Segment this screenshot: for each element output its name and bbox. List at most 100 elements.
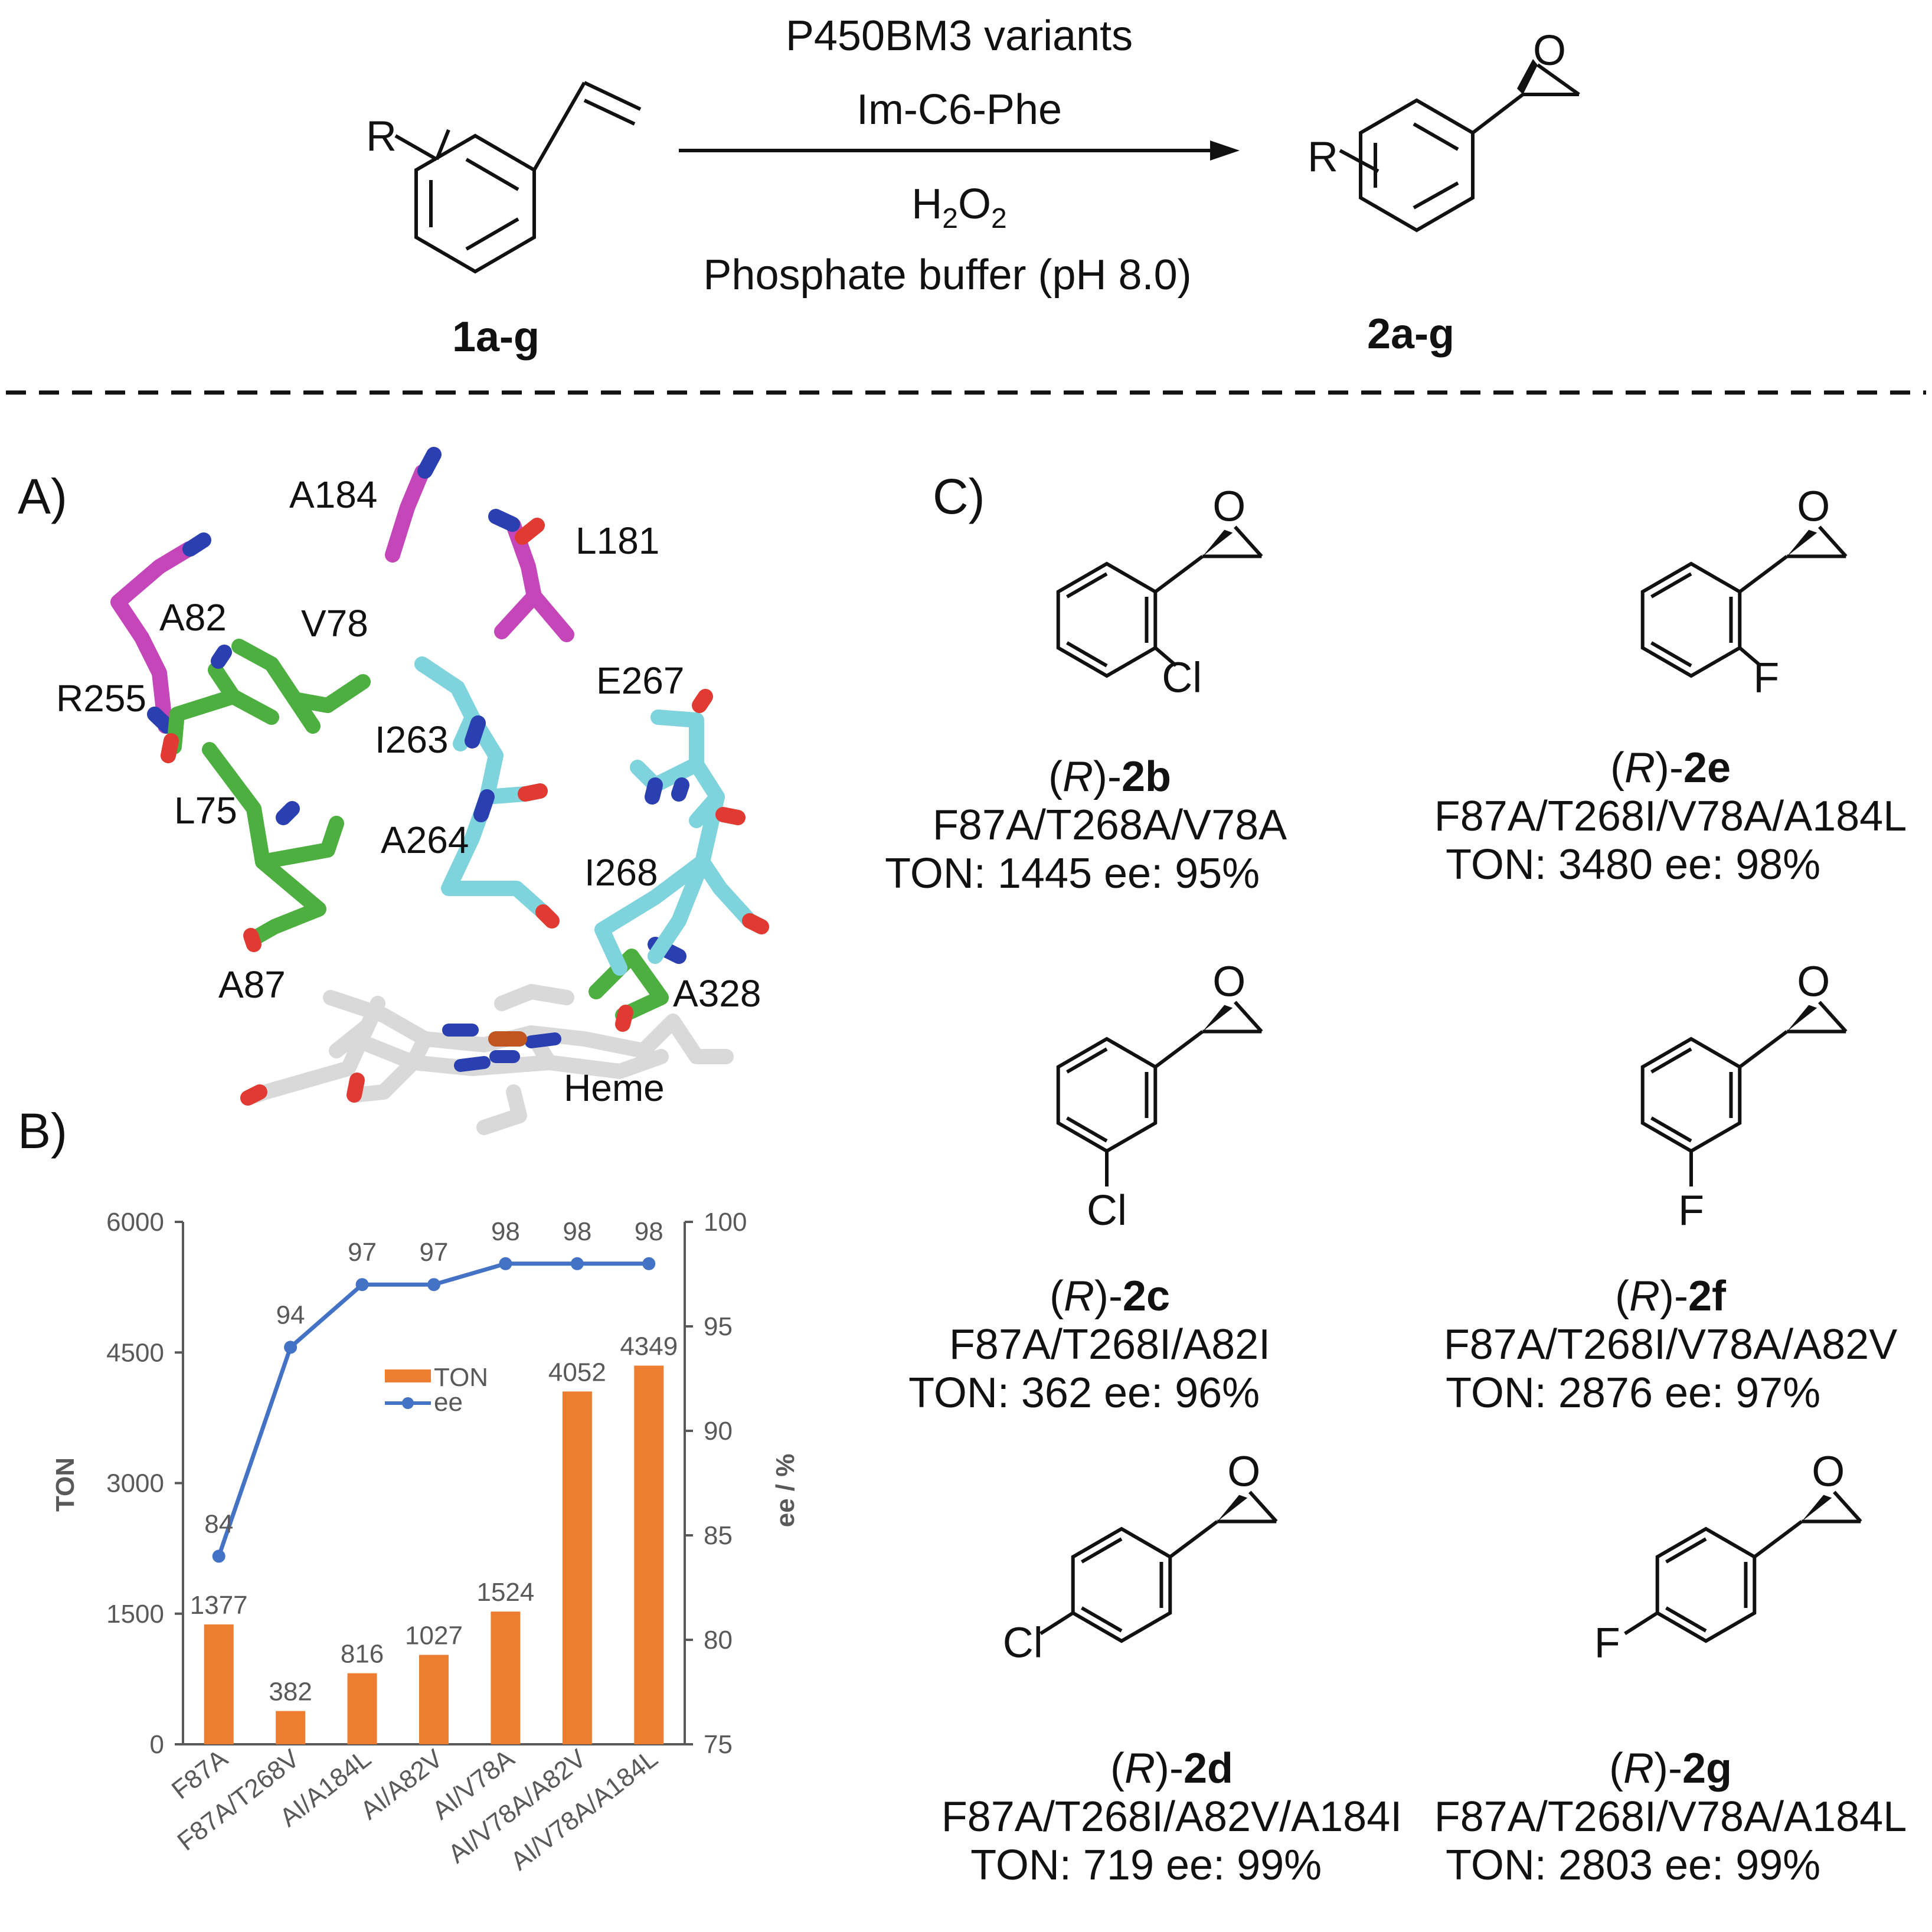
epoxide-wedge <box>1202 529 1233 557</box>
ton-bar-value-0: 1377 <box>190 1591 248 1620</box>
product-variant-2g: F87A/T268I/V78A/A184L <box>1434 1793 1907 1841</box>
label-V78: V78 <box>301 602 368 645</box>
residue-labels: A184 L181 A82 V78 R255 E267 I263 L75 A26… <box>56 473 761 1109</box>
label-A82: A82 <box>159 596 227 639</box>
product-name-2b: (R)-2b <box>1048 753 1171 800</box>
product-variant-2d: F87A/T268I/A82V/A184I <box>942 1793 1403 1841</box>
epoxide-wedge <box>1787 529 1817 557</box>
substrate-r-group: R <box>366 113 397 160</box>
substituent-bond <box>1039 1611 1074 1636</box>
substituent-label: F <box>1753 655 1779 702</box>
product-name-part: 2b <box>1122 753 1171 800</box>
product-name-part: ( <box>1050 1273 1064 1320</box>
epoxide-bond <box>1818 1001 1848 1033</box>
ee-point-value-0: 84 <box>204 1509 233 1538</box>
product-name-part: )- <box>1660 1273 1688 1320</box>
ee-point-value-6: 98 <box>635 1217 663 1246</box>
ee-point-value-3: 97 <box>420 1238 449 1267</box>
product-ee-2f: ee: 97% <box>1665 1369 1820 1417</box>
product-name-part: )- <box>1155 1745 1184 1792</box>
product-ee-2g: ee: 99% <box>1665 1842 1820 1889</box>
epoxide-oxygen: O <box>1797 483 1830 531</box>
legend-ton-swatch <box>385 1369 431 1382</box>
ton-bar-1 <box>276 1711 306 1744</box>
substituent-bond <box>1154 646 1178 667</box>
epoxide-wedge <box>1202 1005 1233 1032</box>
benzene-ring <box>1056 561 1158 678</box>
substituent-label: Cl <box>1003 1620 1043 1667</box>
ton-bar-6 <box>634 1365 664 1744</box>
epoxide-wedge <box>1802 1495 1832 1522</box>
epoxide-oxygen: O <box>1212 483 1245 531</box>
substituent-label: Cl <box>1162 655 1202 702</box>
ee-point-5 <box>570 1257 584 1270</box>
product-ton-2f: TON: 2876 <box>1446 1369 1653 1417</box>
product-name-part: )- <box>1654 1745 1682 1792</box>
ton-bar-value-4: 1524 <box>476 1578 534 1607</box>
product-structure-2b: O Cl <box>1056 483 1263 702</box>
substituent-bond <box>1624 1611 1659 1636</box>
epoxide-bond <box>1833 1490 1862 1523</box>
product-structure-2c: O Cl <box>1056 959 1263 1234</box>
label-Heme: Heme <box>564 1067 665 1109</box>
left-tick-label: 1500 <box>106 1600 164 1629</box>
aromatic-bond <box>1081 1606 1123 1633</box>
label-R255: R255 <box>56 677 146 720</box>
product-ee-2d: ee: 99% <box>1166 1842 1322 1889</box>
epoxide-bond <box>1234 1001 1263 1033</box>
ton-bar-2 <box>347 1673 377 1744</box>
epoxide-oxygen: O <box>1212 959 1245 1006</box>
epoxide-bond <box>1753 1520 1803 1558</box>
substituent-label: F <box>1594 1620 1620 1667</box>
label-I263: I263 <box>375 718 449 761</box>
ee-point-value-4: 98 <box>491 1217 520 1246</box>
product-variant-2e: F87A/T268I/V78A/A184L <box>1434 793 1907 840</box>
panel-a-label: A) <box>18 469 67 524</box>
product-epoxide <box>1339 63 1580 233</box>
ton-bar-value-2: 816 <box>341 1640 384 1669</box>
condition-enzyme: P450BM3 variants <box>786 12 1133 60</box>
product-structure-2e: OF <box>1640 483 1848 702</box>
product-id: 2a-g <box>1367 310 1454 358</box>
label-A87: A87 <box>218 963 286 1006</box>
left-tick-label: 6000 <box>106 1208 164 1237</box>
label-L75: L75 <box>174 789 237 832</box>
epoxide-oxygen: O <box>1227 1449 1260 1496</box>
aromatic-bond <box>1066 1116 1108 1143</box>
product-variant-2f: F87A/T268I/V78A/A82V <box>1444 1321 1897 1368</box>
ton-bar-5 <box>562 1391 592 1744</box>
label-I268: I268 <box>584 851 658 894</box>
product-name-part: R <box>1624 744 1655 792</box>
legend-ton-label: TON <box>434 1363 488 1392</box>
aromatic-bond <box>1650 572 1692 599</box>
product-name-part: 2f <box>1688 1273 1727 1320</box>
product-ee-2c: ee: 96% <box>1104 1369 1260 1417</box>
right-tick-label: 90 <box>704 1417 733 1446</box>
condition-oxidant: H2O2 <box>911 181 1006 234</box>
substituent-label: Cl <box>1087 1187 1127 1234</box>
product-structure-2d: O Cl <box>1003 1449 1278 1667</box>
label-A264: A264 <box>381 819 469 861</box>
epoxide-bond <box>1154 1030 1204 1068</box>
x-tick-labels: F87AF87A/T268VAI/A184LAI/A82VAI/V78AAI/V… <box>166 1744 663 1876</box>
product-structure-2f: OF <box>1640 959 1848 1234</box>
magenta-residues <box>110 465 574 734</box>
ton-bar-value-1: 382 <box>269 1678 312 1707</box>
product-name-part: 2c <box>1123 1273 1170 1320</box>
ton-bar-value-3: 1027 <box>405 1622 463 1650</box>
ee-point-3 <box>427 1278 440 1292</box>
ee-point-value-2: 97 <box>348 1238 377 1267</box>
y-axis-title: TON <box>51 1457 80 1512</box>
product-name-2g: (R)-2g <box>1609 1745 1732 1792</box>
left-tick-label: 4500 <box>106 1338 164 1367</box>
right-tick-label: 100 <box>704 1208 747 1237</box>
product-r-group: R <box>1307 133 1338 181</box>
product-name-part: 2e <box>1683 744 1731 792</box>
product-oxygen: O <box>1533 27 1566 74</box>
product-ee-2e: ee: 98% <box>1665 841 1820 888</box>
ee-point-value-1: 94 <box>276 1300 305 1329</box>
product-name-2c: (R)-2c <box>1050 1273 1170 1320</box>
